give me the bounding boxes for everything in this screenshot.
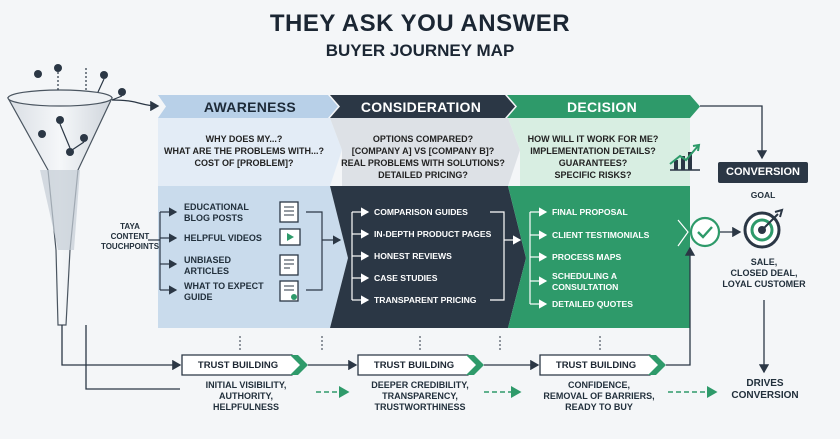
consideration-result: DEEPER CREDIBILITY, <box>371 380 469 390</box>
taya-label-line: TOUCHPOINTS <box>100 242 160 251</box>
awareness-touchpoint: UNBIASED ARTICLES <box>184 255 232 276</box>
decision-touchpoint: PROCESS MAPS <box>552 252 622 262</box>
decision-touchpoint: DETAILED QUOTES <box>552 299 634 309</box>
decision-panel <box>508 118 690 328</box>
drives-label: DRIVES <box>746 378 784 389</box>
decision-touchpoint: FINAL PROPOSAL <box>552 207 628 217</box>
drives-label: CONVERSION <box>731 390 799 401</box>
conversion-outcome: CLOSED DEAL, <box>730 268 798 278</box>
consideration-question: REAL PROBLEMS WITH SOLUTIONS? <box>341 158 505 168</box>
decision-header <box>507 95 700 118</box>
decision-question: SPECIFIC RISKS? <box>554 170 632 180</box>
decision-question: GUARANTEES? <box>558 158 628 168</box>
taya-label-line: CONTENT <box>110 232 150 241</box>
consideration-question: OPTIONS COMPARED? <box>372 134 474 144</box>
consideration-question: [COMPANY A] VS [COMPANY B]? <box>351 146 495 156</box>
consideration-touchpoint: CASE STUDIES <box>374 273 438 283</box>
page-subtitle: BUYER JOURNEY MAP <box>325 41 515 60</box>
awareness-result: INITIAL VISIBILITY, <box>205 380 287 390</box>
consideration-result: TRANSPARENCY, <box>382 391 458 401</box>
awareness-touchpoint: HELPFUL VIDEOS <box>184 233 262 243</box>
decision-question: HOW WILL IT WORK FOR ME? <box>527 134 659 144</box>
decision-result: REMOVAL OF BARRIERS, <box>543 391 655 401</box>
awareness-panel <box>158 118 348 328</box>
awareness-touchpoint: EDUCATIONAL BLOG POSTS <box>184 202 249 223</box>
taya-label-line: TAYA <box>120 222 140 231</box>
trust-building-label: TRUST BUILDING <box>555 360 637 371</box>
consideration-result: TRUSTWORTHINESS <box>374 402 466 412</box>
trust-row <box>181 246 696 376</box>
consideration-panel <box>330 118 526 328</box>
decision-touchpoint: SCHEDULING A CONSULTATION <box>552 271 619 292</box>
awareness-question: WHAT ARE THE PROBLEMS WITH...? <box>164 146 324 156</box>
funnel-icon <box>6 64 126 326</box>
awareness-label: AWARENESS <box>203 99 297 115</box>
decision-result: CONFIDENCE, <box>567 380 630 390</box>
decision-touchpoint: CLIENT TESTIMONIALS <box>552 230 650 240</box>
consideration-touchpoint: IN-DEPTH PRODUCT PAGES <box>374 229 492 239</box>
conversion-outcome: SALE, <box>750 257 778 267</box>
checkmark-circle-icon <box>689 216 721 248</box>
conversion-outcome: LOYAL CUSTOMER <box>722 279 806 289</box>
awareness-result: AUTHORITY, <box>219 391 273 401</box>
awareness-touchpoint: WHAT TO EXPECT GUIDE <box>184 281 264 302</box>
trust-building-label: TRUST BUILDING <box>373 360 455 371</box>
target-icon <box>743 208 784 249</box>
trust-building-label: TRUST BUILDING <box>197 360 279 371</box>
conversion-label: CONVERSION <box>718 162 808 183</box>
consideration-question: DETAILED PRICING? <box>378 170 468 180</box>
article-icon <box>279 254 299 276</box>
decision-label: DECISION <box>566 99 638 115</box>
consideration-label: CONSIDERATION <box>360 99 482 115</box>
consideration-touchpoint: COMPARISON GUIDES <box>374 207 468 217</box>
consideration-touchpoint: HONEST REVIEWS <box>374 251 452 261</box>
consideration-header <box>330 95 515 118</box>
page-title: THEY ASK YOU ANSWER <box>269 10 571 37</box>
video-icon <box>279 228 301 246</box>
awareness-result: HELPFULNESS <box>212 402 279 412</box>
decision-result: READY TO BUY <box>565 402 633 412</box>
growth-chart-icon <box>669 143 701 171</box>
awareness-question: WHY DOES MY...? <box>205 134 283 144</box>
awareness-question: COST OF [PROBLEM]? <box>194 158 294 168</box>
document-icon <box>279 201 299 223</box>
decision-question: IMPLEMENTATION DETAILS? <box>530 146 656 156</box>
goal-label: GOAL <box>750 190 776 200</box>
guide-icon <box>279 280 299 302</box>
consideration-touchpoint: TRANSPARENT PRICING <box>374 295 477 305</box>
awareness-header <box>158 95 338 118</box>
